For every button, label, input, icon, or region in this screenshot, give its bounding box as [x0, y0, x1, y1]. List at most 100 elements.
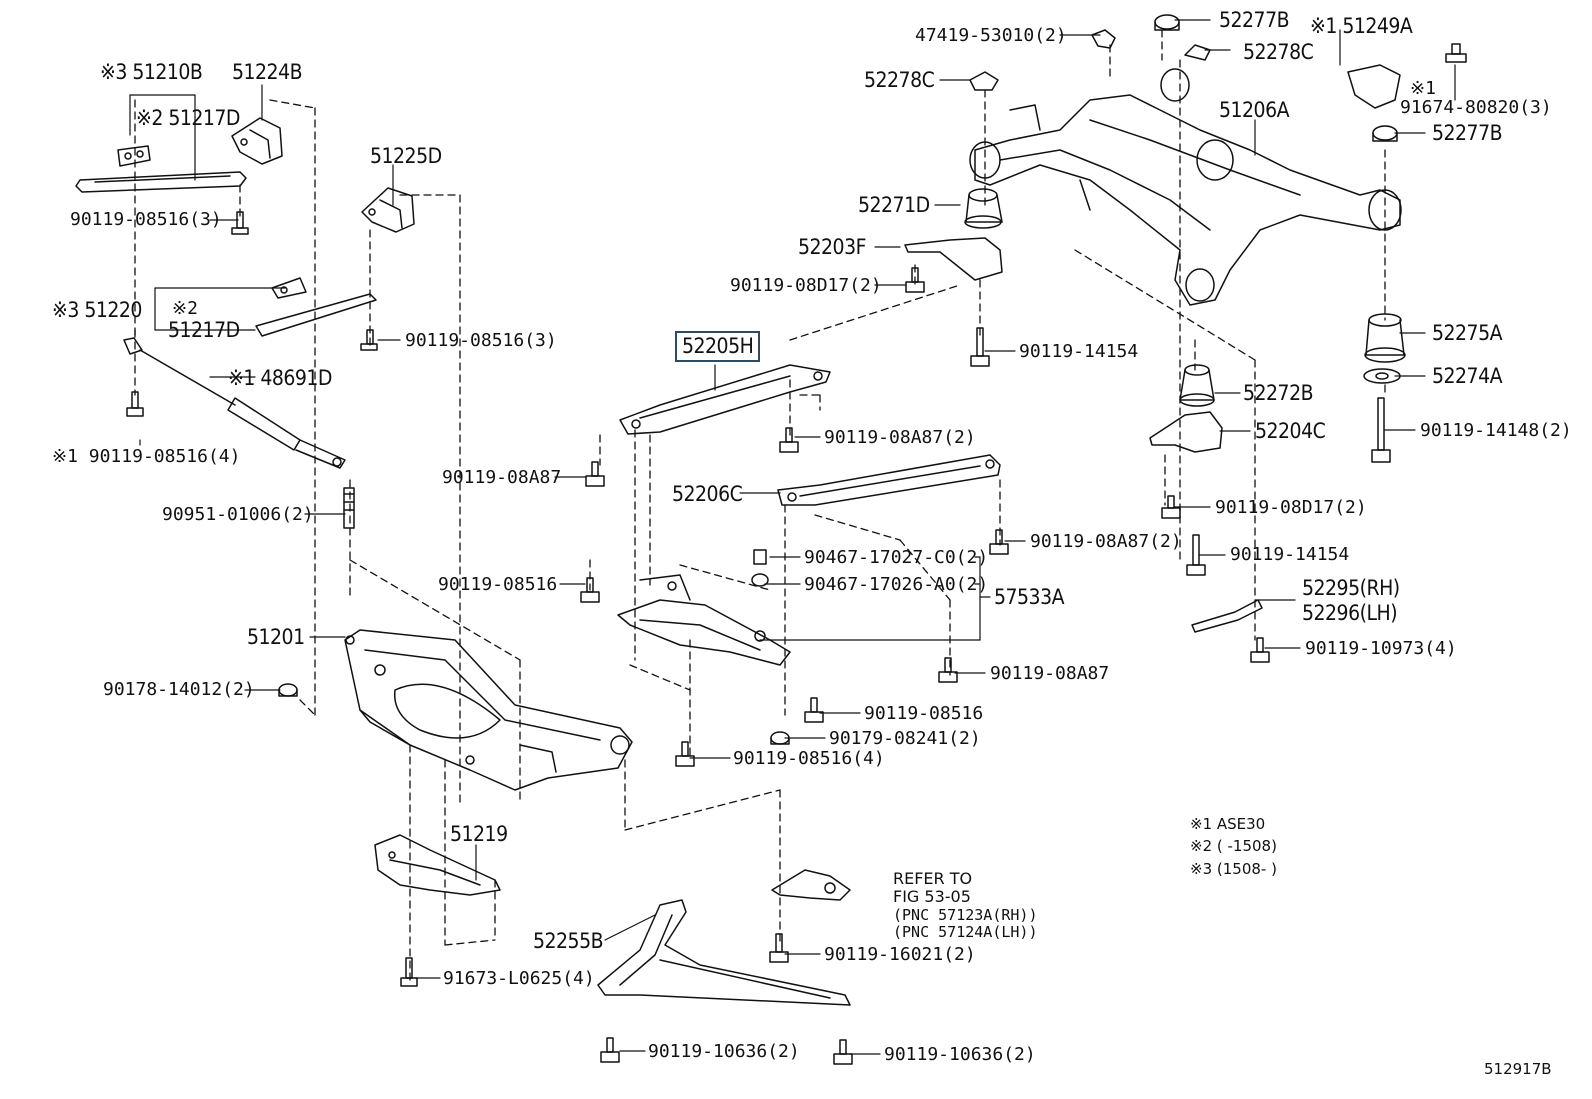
part-51224b-bracket [231, 117, 283, 165]
bolt-90119-08516-e [804, 697, 824, 723]
bolt-90119-08516-f [675, 741, 695, 767]
bolt-91674-80820 [1445, 43, 1467, 63]
label-91674-80820[interactable]: 91674-80820(3) [1400, 97, 1552, 118]
bushing-52277b-right [1372, 125, 1398, 142]
bolt-90119-08516-d [580, 577, 600, 603]
label-90119-10973[interactable]: 90119-10973(4) [1305, 638, 1457, 659]
figure-id: 512917B [1484, 1060, 1552, 1078]
refer-line-3[interactable]: (PNC 57123A(RH)) [893, 906, 1038, 924]
label-52255b[interactable]: 52255B [533, 929, 604, 953]
label-90119-08516-c[interactable]: 90119-08516 [438, 574, 558, 595]
bushing-52272b [1179, 364, 1215, 407]
label-48691d[interactable]: ※1 48691D [228, 366, 333, 390]
label-90119-08516-3b[interactable]: 90119-08516(3) [405, 330, 557, 351]
label-90119-14154-a[interactable]: 90119-14154 [1019, 341, 1139, 362]
label-51224b[interactable]: 51224B [232, 60, 303, 84]
label-90119-10636-b[interactable]: 90119-10636(2) [884, 1044, 1036, 1065]
label-57533a[interactable]: 57533A [994, 585, 1065, 609]
bolt-90119-14154-a [970, 327, 990, 367]
bolt-91673-l0625 [400, 957, 418, 987]
bolt-90119-08516-b [360, 329, 378, 351]
label-90951-01006[interactable]: 90951-01006(2) [162, 504, 314, 525]
label-52274a[interactable]: 52274A [1432, 364, 1503, 388]
label-52206c[interactable]: 52206C [672, 482, 743, 506]
label-51210b[interactable]: ※3 51210B [100, 60, 203, 84]
label-90119-08a87-2b[interactable]: 90119-08A87(2) [1030, 531, 1182, 552]
legend-note-2: ※2 ( -1508) [1190, 837, 1277, 855]
part-52205h-brace [619, 364, 831, 435]
label-90119-14148[interactable]: 90119-14148(2) [1420, 420, 1572, 441]
label-51201[interactable]: 51201 [247, 625, 305, 649]
label-52296-lh[interactable]: 52296(LH) [1302, 601, 1398, 625]
label-51225d[interactable]: 51225D [370, 144, 442, 168]
bolt-90119-08a87-c [989, 529, 1009, 555]
label-52278c-left[interactable]: 52278C [864, 68, 935, 92]
label-90119-08d17-b[interactable]: 90119-08D17(2) [1215, 497, 1367, 518]
bolt-90119-10973 [1250, 637, 1270, 663]
label-52278c-top[interactable]: 52278C [1243, 40, 1314, 64]
part-51225d-bracket [361, 187, 415, 233]
part-52255b-arm [597, 899, 851, 1006]
bushing-52278c-top [1184, 44, 1211, 61]
bolt-90119-08a87-b [585, 461, 605, 487]
label-90119-08516-3a[interactable]: 90119-08516(3) [70, 209, 222, 230]
label-47419-53010[interactable]: 47419-53010(2) [915, 25, 1067, 46]
label-52295-rh[interactable]: 52295(RH) [1302, 576, 1400, 600]
bushing-52277b-top [1154, 14, 1180, 31]
label-90119-08516-d[interactable]: 90119-08516 [864, 703, 984, 724]
bushing-52278c-left [969, 71, 999, 91]
bolt-90119-08516-a [231, 211, 249, 235]
bolt-90119-08a87-a [779, 427, 799, 453]
bolt-90119-10636-b [833, 1039, 853, 1065]
legend-note-3: ※3 (1508- ) [1190, 860, 1277, 878]
refer-line-4[interactable]: (PNC 57124A(LH)) [893, 923, 1038, 941]
label-90179-08241[interactable]: 90179-08241(2) [829, 728, 981, 749]
bracket-52295-52296 [1191, 599, 1263, 633]
bolt-90119-16021 [769, 933, 789, 963]
nut-90178-14012 [278, 683, 298, 697]
label-90119-16021[interactable]: 90119-16021(2) [824, 944, 976, 965]
label-51220[interactable]: ※3 51220 [52, 298, 142, 322]
label-52272b[interactable]: 52272B [1243, 381, 1314, 405]
label-51249a[interactable]: ※1 51249A [1310, 14, 1413, 38]
label-90119-08516-4a[interactable]: ※1 90119-08516(4) [52, 446, 241, 467]
label-90119-08d17-a[interactable]: 90119-08D17(2) [730, 275, 882, 296]
refer-line-2[interactable]: FIG 53-05 [893, 887, 971, 906]
leader-lines [129, 19, 1456, 1055]
label-52271d[interactable]: 52271D [858, 193, 930, 217]
part-51206a-rear-subframe [969, 68, 1402, 306]
label-90119-10636-a[interactable]: 90119-10636(2) [648, 1041, 800, 1062]
bolt-90119-08516-c [126, 391, 144, 417]
label-52275a[interactable]: 52275A [1432, 321, 1503, 345]
label-51217d-top[interactable]: ※2 51217D [136, 106, 241, 130]
bolt-90119-14154-b [1186, 534, 1206, 576]
label-90119-08a87-2a[interactable]: 90119-08A87(2) [824, 427, 976, 448]
part-51220-brace [255, 277, 377, 337]
label-90178-14012[interactable]: 90178-14012(2) [103, 679, 255, 700]
bolt-90119-08d17-a [905, 267, 925, 293]
label-90119-08a87-b[interactable]: 90119-08A87 [990, 663, 1110, 684]
stud-90951-01006 [343, 487, 355, 529]
label-52203f[interactable]: 52203F [798, 235, 866, 259]
label-51217d-mid[interactable]: 51217D [168, 318, 240, 342]
label-52204c[interactable]: 52204C [1255, 419, 1326, 443]
label-52277b-right[interactable]: 52277B [1432, 121, 1503, 145]
label-90119-08a87-a[interactable]: 90119-08A87 [442, 467, 562, 488]
label-90467-17026-a0[interactable]: 90467-17026-A0(2) [804, 574, 989, 595]
label-51219[interactable]: 51219 [450, 822, 508, 846]
bolt-90119-08d17-b [1161, 495, 1181, 519]
bracket-52204c [1149, 411, 1223, 453]
label-91673-l0625[interactable]: 91673-L0625(4) [443, 968, 595, 989]
bolt-90119-10636-a [600, 1037, 620, 1063]
bushing-52275a [1364, 313, 1406, 363]
label-90467-17027-c0[interactable]: 90467-17027-C0(2) [804, 547, 989, 568]
part-knuckle-bracket [771, 869, 851, 901]
nut-90179-08241 [770, 731, 790, 745]
label-90119-08516-4b[interactable]: 90119-08516(4) [733, 748, 885, 769]
label-51206a[interactable]: 51206A [1219, 98, 1290, 122]
label-52205h-highlighted[interactable]: 52205H [675, 331, 761, 362]
label-90119-14154-b[interactable]: 90119-14154 [1230, 544, 1350, 565]
label-52277b-top[interactable]: 52277B [1219, 8, 1290, 32]
